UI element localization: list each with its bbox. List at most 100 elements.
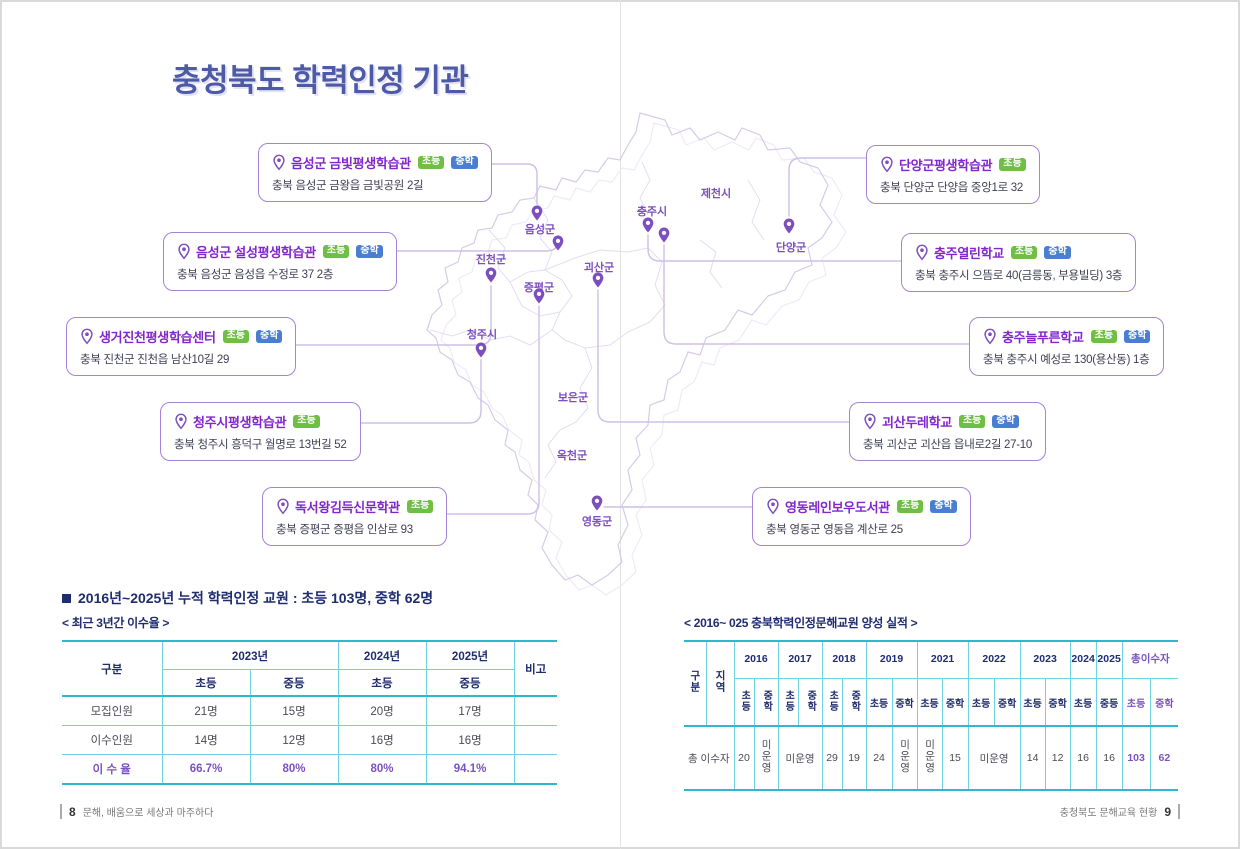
level-header: 초등 bbox=[1121, 678, 1151, 727]
institution-name: 음성군 설성평생학습관 bbox=[196, 245, 316, 260]
badge-elementary: 초등 bbox=[896, 499, 924, 514]
footer-text: 충청북도 문해교육 현황 bbox=[1059, 808, 1158, 819]
location-pin-icon bbox=[881, 156, 893, 173]
institution-name: 충주열린학교 bbox=[934, 246, 1004, 261]
institution-name: 괴산두레학교 bbox=[882, 415, 952, 430]
badge-elementary: 초등 bbox=[1090, 329, 1118, 344]
table-cell: 66.7% bbox=[161, 754, 251, 785]
region-label-jeungpyeong: 증평군 bbox=[523, 282, 555, 294]
table-cell: 24 bbox=[865, 725, 893, 791]
year-header: 2019 bbox=[865, 640, 918, 679]
region-label-cheongju: 청주시 bbox=[466, 329, 498, 341]
table-cell: 미운영 bbox=[967, 725, 1021, 791]
year-header: 2025년 bbox=[425, 640, 515, 670]
footer-text: 문해, 배움으로 세상과 마주하다 bbox=[82, 808, 214, 819]
column-header: 구분 bbox=[684, 640, 707, 727]
level-header: 초등 bbox=[865, 678, 893, 727]
completion-table: 구분 2023년 2024년 2025년 비고 초등 중등 초등 중등 모집인원… bbox=[62, 640, 558, 785]
year-header: 2024년 bbox=[337, 640, 427, 670]
region-label-eumseong: 음성군 bbox=[524, 224, 556, 236]
level-header: 중학 bbox=[993, 678, 1021, 727]
table-cell: 미운영 bbox=[753, 725, 779, 791]
institution-address: 충북 괴산군 괴산읍 읍내로2길 27-10 bbox=[863, 439, 1032, 451]
level-header-text: 초등 bbox=[782, 689, 794, 712]
institution-address: 충북 음성군 음성읍 수정로 37 2층 bbox=[177, 269, 334, 281]
table-cell: 16명 bbox=[337, 725, 427, 755]
level-header: 초등 bbox=[1019, 678, 1046, 727]
location-pin-icon bbox=[984, 328, 996, 345]
location-pin-icon bbox=[864, 413, 876, 430]
institution-name: 독서왕김득신문학관 bbox=[295, 500, 400, 515]
location-pin-icon bbox=[277, 498, 289, 515]
institution-address: 충북 충주시 예성로 130(용산동) 1층 bbox=[983, 354, 1150, 366]
table-cell bbox=[513, 725, 558, 755]
footer-left: 8 문해, 배움으로 세상과 마주하다 bbox=[60, 804, 213, 819]
table-cell-text: 미운영 bbox=[898, 739, 911, 774]
table-row: 총 이수자 20 미운영 미운영 29 19 24 미운영 미운영 15 미운영… bbox=[684, 725, 1179, 791]
map-pin-icon bbox=[642, 217, 654, 233]
table-cell: 15 bbox=[941, 725, 969, 791]
table-cell: 94.1% bbox=[425, 754, 515, 785]
training-table-title: < 2016~ 025 충북학력인정문해교원 양성 실적 > bbox=[684, 616, 918, 630]
table-cell: 14 bbox=[1019, 725, 1046, 791]
institution-name: 충주늘푸른학교 bbox=[1002, 330, 1084, 345]
table-cell bbox=[513, 754, 558, 785]
level-header: 초등 bbox=[734, 678, 755, 727]
map-pin-icon bbox=[531, 205, 543, 221]
year-header: 2018 bbox=[821, 640, 867, 679]
year-header: 2023 bbox=[1019, 640, 1071, 679]
institution-name: 생거진천평생학습센터 bbox=[99, 330, 216, 345]
institution-name: 영동레인보우도서관 bbox=[785, 500, 890, 515]
district-borders bbox=[429, 161, 765, 479]
badge-elementary: 초등 bbox=[958, 414, 986, 429]
badge-elementary: 초등 bbox=[293, 414, 320, 429]
map-pin-icon bbox=[783, 218, 795, 234]
region-label-boeun: 보은군 bbox=[557, 392, 589, 404]
level-header: 중등 bbox=[425, 669, 515, 697]
row-label: 모집인원 bbox=[62, 695, 163, 726]
page-divider bbox=[620, 0, 621, 849]
institution-name: 단양군평생학습관 bbox=[899, 158, 993, 173]
map-pin-icon bbox=[533, 288, 545, 304]
badge-elementary: 초등 bbox=[1010, 245, 1038, 260]
level-header-text: 중학 bbox=[848, 689, 860, 712]
badge-elementary: 초등 bbox=[322, 244, 350, 259]
completion-table-title: < 최근 3년간 이수율 > bbox=[62, 616, 170, 630]
column-header-text: 지역 bbox=[714, 670, 727, 694]
table-cell: 80% bbox=[249, 754, 339, 785]
level-header: 중등 bbox=[1095, 678, 1123, 727]
total-header: 총이수자 bbox=[1121, 640, 1179, 679]
table-cell: 19 bbox=[841, 725, 867, 791]
map-pin-icon bbox=[592, 272, 604, 288]
table-cell: 15명 bbox=[249, 695, 339, 726]
institution-name: 청주시평생학습관 bbox=[193, 415, 287, 430]
location-pin-icon bbox=[273, 154, 285, 171]
table-cell-text: 미운영 bbox=[760, 739, 773, 774]
column-header: 구분 bbox=[62, 640, 163, 697]
institution-address: 충북 영동군 영동읍 계산로 25 bbox=[766, 524, 903, 536]
map-pin-icon bbox=[475, 342, 487, 358]
table-cell: 미운영 bbox=[891, 725, 918, 791]
table-row-highlight: 이 수 율 66.7% 80% 80% 94.1% bbox=[62, 754, 558, 785]
year-header: 2017 bbox=[777, 640, 823, 679]
year-header: 2016 bbox=[733, 640, 779, 679]
institution-address: 충북 진천군 진천읍 남산10길 29 bbox=[80, 354, 230, 366]
level-header: 중학 bbox=[841, 678, 867, 727]
level-header: 중학 bbox=[753, 678, 779, 727]
table-subheader-row: 초등 중학 초등 중학 초등 중학 초등 중학 초등 중학 초등 중학 초등 중… bbox=[684, 678, 1179, 727]
badge-elementary: 초등 bbox=[999, 157, 1026, 172]
map-pin-icon bbox=[591, 495, 603, 511]
footer-bar bbox=[1178, 804, 1180, 819]
badge-middle: 중학 bbox=[356, 244, 383, 259]
page-title: 충청북도 학력인정 기관 bbox=[172, 63, 469, 98]
level-header-text: 초등 bbox=[826, 689, 838, 712]
table-cell: 21명 bbox=[161, 695, 251, 726]
level-header: 초등 bbox=[821, 678, 843, 727]
